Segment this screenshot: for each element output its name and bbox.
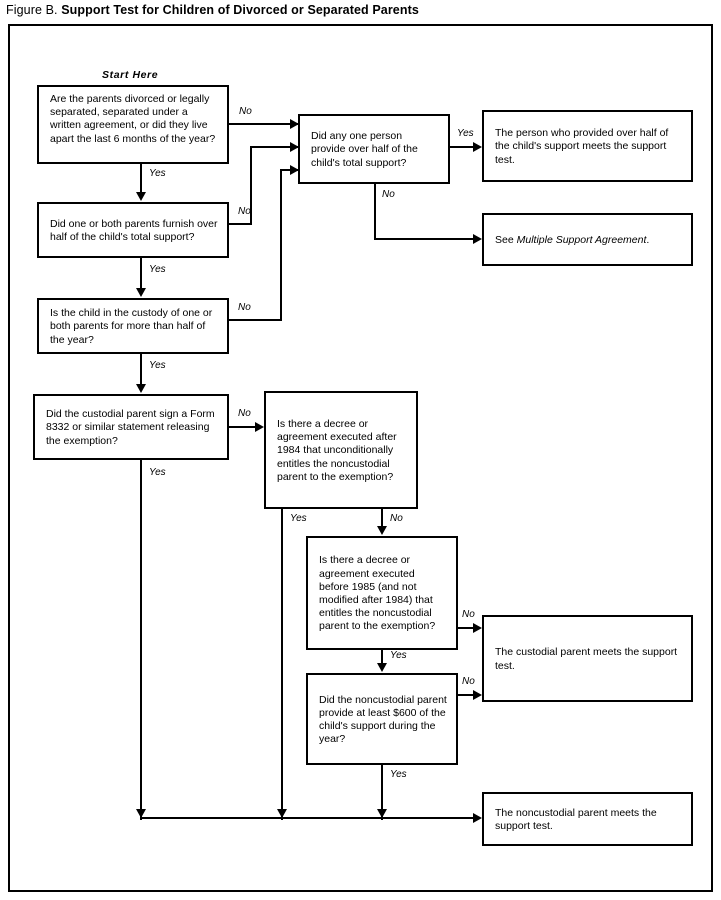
edge-q8-no-arrowhead: [473, 690, 482, 700]
msa-italic-title: Multiple Support Agreement: [516, 233, 647, 246]
decision-parents-furnish-support-text: Did one or both parents furnish over hal…: [50, 217, 218, 243]
edge-q3-no-horizontal-out: [229, 319, 282, 321]
edge-label-q5-yes: Yes: [457, 128, 474, 139]
edge-q6-no-arrowhead: [377, 526, 387, 535]
edge-label-q3-yes: Yes: [149, 360, 166, 371]
edge-q2-no-arrowhead: [290, 142, 299, 152]
decision-decree-before-1985-text: Is there a decree or agreement executed …: [319, 554, 436, 633]
decision-parents-divorced[interactable]: Are the parents divorced or legally sepa…: [37, 85, 229, 164]
result-multiple-support-agreement-text: See Multiple Support Agreement.: [495, 234, 682, 247]
edge-q7-no-arrowhead: [473, 623, 482, 633]
start-here-label: Start Here: [102, 69, 159, 81]
edge-q6-yes-arrowhead: [277, 809, 287, 818]
edge-q8-no-horizontal: [458, 694, 476, 696]
edge-label-q4-no: No: [238, 408, 251, 419]
edge-q2-no-vertical: [250, 147, 252, 225]
edge-q5-no-arrowhead: [473, 234, 482, 244]
decision-noncustodial-600-support-text: Did the noncustodial parent provide at l…: [319, 693, 447, 746]
decision-child-custody-text: Is the child in the custody of one or bo…: [50, 307, 213, 346]
decision-parents-furnish-support[interactable]: Did one or both parents furnish over hal…: [37, 202, 229, 258]
edge-q3-yes-arrowhead: [136, 384, 146, 393]
edge-label-q6-no: No: [390, 513, 403, 524]
edge-q1-no-horizontal: [229, 123, 300, 125]
edge-label-q5-no: No: [382, 189, 395, 200]
edge-q6-no-vertical: [381, 509, 383, 529]
edge-q3-yes-vertical: [140, 354, 142, 385]
decision-form-8332-signed-text: Did the custodial parent sign a Form 833…: [46, 408, 215, 447]
edge-q4-yes-vertical: [140, 460, 142, 820]
decision-decree-before-1985[interactable]: Is there a decree or agreement executed …: [306, 536, 458, 650]
edge-q5-no-horizontal: [374, 238, 476, 240]
figure-title-text: Support Test for Children of Divorced or…: [61, 3, 419, 17]
edge-label-q8-no: No: [462, 676, 475, 687]
edge-q1-yes-arrowhead: [136, 192, 146, 201]
decision-child-custody[interactable]: Is the child in the custody of one or bo…: [37, 298, 229, 354]
edge-label-q2-yes: Yes: [149, 264, 166, 275]
edge-q5-yes-arrowhead: [473, 142, 482, 152]
edge-label-q6-yes: Yes: [290, 513, 307, 524]
msa-prefix: See: [495, 233, 517, 246]
edge-label-q7-no: No: [462, 609, 475, 620]
decision-noncustodial-600-support[interactable]: Did the noncustodial parent provide at l…: [306, 673, 458, 765]
edge-label-q2-no: No: [238, 206, 251, 217]
edge-label-q7-yes: Yes: [390, 650, 407, 661]
edge-q2-no-horizontal-in: [250, 146, 300, 148]
decision-any-one-person-support[interactable]: Did any one person provide over half of …: [298, 114, 450, 184]
edge-q8-yes-vertical: [381, 765, 383, 820]
page-title: Figure B. Support Test for Children of D…: [6, 3, 419, 17]
edge-q4-no-arrowhead: [255, 422, 264, 432]
edge-q4-no-horizontal: [229, 426, 256, 428]
result-custodial-parent-meets-support-test-text: The custodial parent meets the support t…: [495, 646, 678, 672]
edge-q7-yes-arrowhead: [377, 663, 387, 672]
edge-bottom-bus-arrowhead: [473, 813, 482, 823]
edge-q6-yes-vertical: [281, 509, 283, 820]
edge-label-q3-no: No: [238, 302, 251, 313]
edge-q2-yes-vertical: [140, 258, 142, 289]
decision-parents-divorced-text: Are the parents divorced or legally sepa…: [50, 93, 216, 145]
edge-q5-no-vertical: [374, 184, 376, 240]
decision-decree-after-1984[interactable]: Is there a decree or agreement executed …: [264, 391, 418, 509]
edge-q1-no-arrowhead: [290, 119, 299, 129]
edge-label-q1-yes: Yes: [149, 168, 166, 179]
edge-q3-no-arrowhead: [290, 165, 299, 175]
edge-q2-no-horizontal-out: [229, 223, 252, 225]
result-person-meets-support-test-text: The person who provided over half of the…: [495, 127, 669, 166]
edge-label-q4-yes: Yes: [149, 467, 166, 478]
edge-q7-no-horizontal: [458, 627, 476, 629]
decision-form-8332-signed[interactable]: Did the custodial parent sign a Form 833…: [33, 394, 229, 460]
edge-label-q8-yes: Yes: [390, 769, 407, 780]
edge-bottom-bus-horizontal: [140, 817, 476, 819]
decision-decree-after-1984-text: Is there a decree or agreement executed …: [277, 417, 397, 483]
result-custodial-parent-meets-support-test: The custodial parent meets the support t…: [482, 615, 693, 702]
result-person-meets-support-test: The person who provided over half of the…: [482, 110, 693, 182]
figure-label: Figure B.: [6, 3, 58, 17]
edge-label-q1-no: No: [239, 106, 252, 117]
edge-q8-yes-arrowhead: [377, 809, 387, 818]
decision-any-one-person-support-text: Did any one person provide over half of …: [311, 130, 418, 169]
flowchart-canvas: Start Here Are the parents divorced or l…: [8, 24, 713, 892]
edge-q5-yes-horizontal: [450, 146, 476, 148]
result-multiple-support-agreement: See Multiple Support Agreement.: [482, 213, 693, 266]
msa-suffix: .: [646, 233, 650, 246]
edge-q7-yes-vertical: [381, 650, 383, 664]
result-noncustodial-parent-meets-support-test: The noncustodial parent meets the suppor…: [482, 792, 693, 846]
edge-q1-yes-vertical: [140, 164, 142, 193]
edge-q2-yes-arrowhead: [136, 288, 146, 297]
edge-q4-yes-arrowhead: [136, 809, 146, 818]
edge-q3-no-vertical: [280, 170, 282, 320]
result-noncustodial-parent-meets-support-test-text: The noncustodial parent meets the suppor…: [495, 806, 657, 832]
